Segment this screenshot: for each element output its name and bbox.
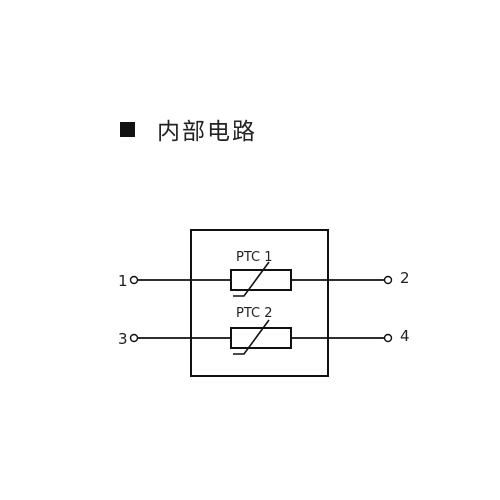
ptc-1-thermistor bbox=[230, 261, 292, 297]
terminal-1-node bbox=[129, 275, 139, 285]
ptc-1-resistor-body bbox=[230, 269, 292, 291]
terminal-3-label: 3 bbox=[118, 330, 128, 348]
terminal-4-node bbox=[383, 333, 393, 343]
ptc-2-thermistor bbox=[230, 319, 292, 355]
ptc-1-thermistor-mark bbox=[233, 261, 270, 297]
terminal-2-node bbox=[383, 275, 393, 285]
filled-square-icon bbox=[120, 121, 135, 137]
section-header: 内部电路 bbox=[120, 112, 257, 146]
section-title: 内部电路 bbox=[157, 119, 257, 145]
terminal-1-label: 1 bbox=[118, 272, 128, 290]
device-enclosure bbox=[190, 229, 329, 377]
terminal-2-label: 2 bbox=[400, 269, 410, 287]
ptc-1-label: PTC 1 bbox=[236, 250, 273, 265]
terminal-3-node bbox=[129, 333, 139, 343]
ptc-2-resistor-body bbox=[230, 327, 292, 349]
ptc-2-thermistor-mark bbox=[233, 319, 270, 355]
terminal-4-label: 4 bbox=[400, 327, 410, 345]
ptc-2-label: PTC 2 bbox=[236, 306, 273, 321]
